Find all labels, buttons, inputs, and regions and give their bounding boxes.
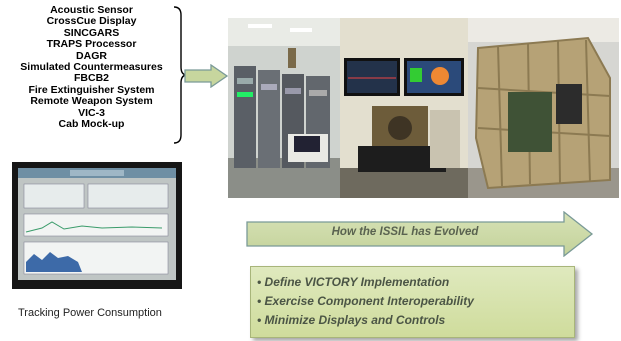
component-item: DAGR — [76, 49, 107, 62]
right-arrow-icon — [184, 64, 228, 88]
cab-mockup-photo — [468, 18, 619, 198]
evolution-arrow — [246, 211, 594, 257]
component-item: SINCGARS — [63, 26, 120, 39]
turret-display-photo — [340, 18, 468, 198]
component-item: CrossCue Display — [46, 15, 137, 28]
lab-racks-photo — [228, 18, 340, 198]
component-item: Cab Mock-up — [58, 118, 125, 131]
lab-photos — [228, 18, 619, 198]
evolution-label: How the ISSIL has Evolved — [331, 226, 479, 238]
component-item: FBCB2 — [73, 72, 109, 85]
component-item: Simulated Countermeasures — [20, 61, 163, 74]
photo-caption: Tracking Power Consumption — [18, 307, 162, 319]
component-list: Acoustic Sensor CrossCue Display SINCGAR… — [4, 4, 179, 131]
goal-item: • Define VICTORY Implementation — [257, 275, 450, 289]
component-item: TRAPS Processor — [46, 38, 137, 51]
power-monitor-photo — [12, 162, 182, 289]
component-item: Remote Weapon System — [30, 95, 153, 108]
goal-item: • Minimize Displays and Controls — [257, 313, 446, 327]
component-item: Acoustic Sensor — [50, 4, 133, 16]
goal-item: • Exercise Component Interoperability — [257, 294, 474, 308]
component-item: VIC-3 — [78, 106, 105, 119]
goals-box: • Define VICTORY Implementation • Exerci… — [250, 266, 575, 338]
component-item: Fire Extinguisher System — [28, 83, 155, 96]
